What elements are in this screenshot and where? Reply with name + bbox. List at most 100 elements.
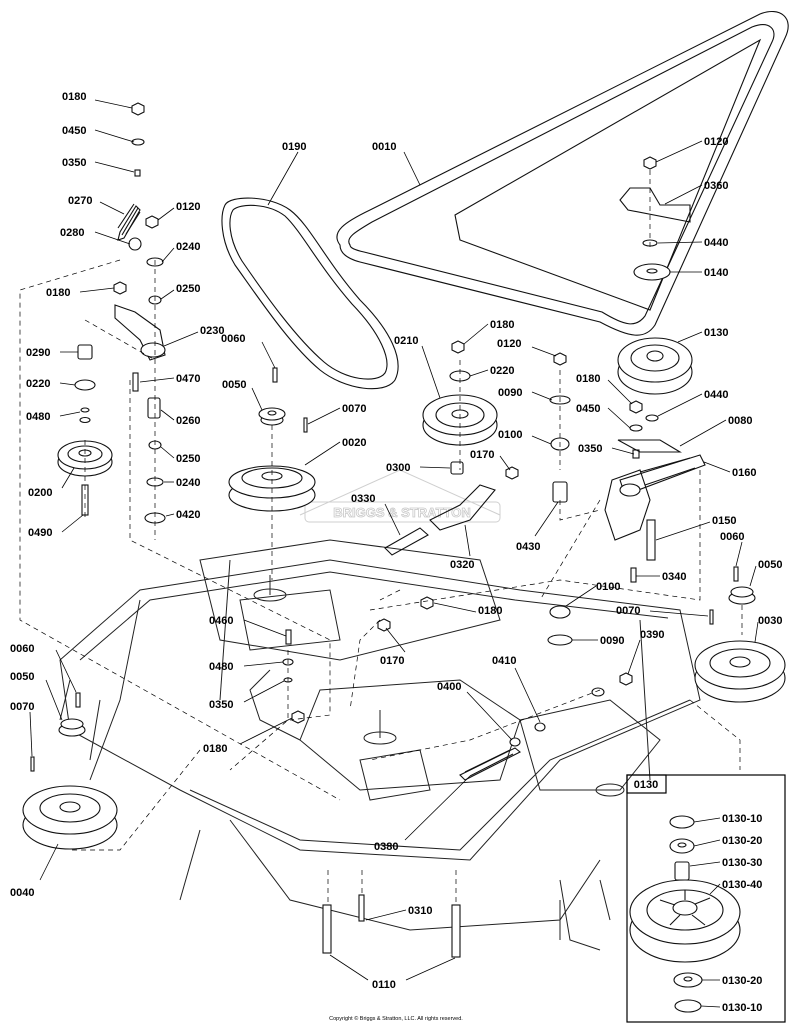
- callout-0050-c: 0050: [10, 671, 34, 683]
- inset-label-0130-30: 0130-30: [722, 857, 762, 869]
- callouts: 0180 0450 0350 0270 0120 0280 0240 0180 …: [10, 91, 782, 991]
- callout-0230: 0230: [200, 325, 224, 337]
- callout-0320: 0320: [450, 559, 474, 571]
- callout-0350-a: 0350: [62, 157, 86, 169]
- inset-label-0130-10-top: 0130-10: [722, 813, 762, 825]
- callout-0080: 0080: [728, 415, 752, 427]
- callout-0220-b: 0220: [490, 365, 514, 377]
- callout-0200: 0200: [28, 487, 52, 499]
- callout-0250-b: 0250: [176, 453, 200, 465]
- snap-ring-top: [669, 815, 695, 829]
- callout-0400: 0400: [437, 681, 461, 693]
- callout-0060-b: 0060: [720, 531, 744, 543]
- callout-0280: 0280: [60, 227, 84, 239]
- callout-0440-a: 0440: [704, 237, 728, 249]
- inset-0130: 0130 0130-10 0130-20 0130-30 0130-40 013…: [626, 774, 786, 1023]
- callout-0180-d: 0180: [576, 373, 600, 385]
- callout-0160: 0160: [732, 467, 756, 479]
- snap-ring-bottom: [674, 999, 702, 1013]
- callout-0070-a: 0070: [342, 403, 366, 415]
- callout-0070-c: 0070: [10, 701, 34, 713]
- callout-0120-c: 0120: [704, 136, 728, 148]
- pulley-0050: [258, 407, 286, 426]
- callout-0480-a: 0480: [26, 411, 50, 423]
- hub-0050-left-top: [60, 718, 84, 730]
- callout-0240-a: 0240: [176, 241, 200, 253]
- callout-0130: 0130: [704, 327, 728, 339]
- callout-0350-c: 0350: [209, 699, 233, 711]
- callout-0180-b: 0180: [46, 287, 70, 299]
- callout-0420: 0420: [176, 509, 200, 521]
- callout-0490: 0490: [28, 527, 52, 539]
- hub-0050-right-top: [730, 586, 754, 598]
- callout-0290: 0290: [26, 347, 50, 359]
- pulley-0140: [633, 263, 671, 281]
- callout-0020: 0020: [342, 437, 366, 449]
- callout-0090-a: 0090: [498, 387, 522, 399]
- bearing-bottom: [673, 972, 703, 988]
- callout-0070-b: 0070: [616, 605, 640, 617]
- callout-0390: 0390: [640, 629, 664, 641]
- callout-0360: 0360: [704, 180, 728, 192]
- callout-0180-a: 0180: [62, 91, 86, 103]
- callout-0310: 0310: [408, 905, 432, 917]
- callout-0100-a: 0100: [498, 429, 522, 441]
- callout-0220-a: 0220: [26, 378, 50, 390]
- callout-0410: 0410: [492, 655, 516, 667]
- callout-0240-b: 0240: [176, 477, 200, 489]
- mower-deck: [59, 539, 701, 951]
- pulley-0040: [22, 785, 118, 850]
- belt-0010: [336, 11, 789, 336]
- callout-0440-b: 0440: [704, 389, 728, 401]
- callout-0460: 0460: [209, 615, 233, 627]
- assembly-lines: [19, 170, 743, 905]
- callout-0050-b: 0050: [758, 559, 782, 571]
- callout-0470: 0470: [176, 373, 200, 385]
- callout-0170-a: 0170: [470, 449, 494, 461]
- callout-0480-b: 0480: [209, 661, 233, 673]
- callout-0040: 0040: [10, 887, 34, 899]
- callout-0180-f: 0180: [203, 743, 227, 755]
- inset-title: 0130: [634, 779, 658, 791]
- callout-0170-b: 0170: [380, 655, 404, 667]
- callout-0120-b: 0120: [497, 338, 521, 350]
- callout-0330: 0330: [351, 493, 375, 505]
- callout-0180-e: 0180: [478, 605, 502, 617]
- inset-label-0130-10-bottom: 0130-10: [722, 1002, 762, 1014]
- callout-0190: 0190: [282, 141, 306, 153]
- callout-0060-a: 0060: [221, 333, 245, 345]
- callout-0030: 0030: [758, 615, 782, 627]
- callout-0150: 0150: [712, 515, 736, 527]
- callout-0110: 0110: [372, 979, 396, 991]
- callout-0450-a: 0450: [62, 125, 86, 137]
- callout-0210: 0210: [394, 335, 418, 347]
- callout-0430: 0430: [516, 541, 540, 553]
- pulley-0020: [228, 465, 316, 512]
- watermark: BRIGGS & STRATTON: [299, 469, 501, 523]
- callout-0270: 0270: [68, 195, 92, 207]
- callout-0380: 0380: [374, 841, 398, 853]
- callout-0350-b: 0350: [578, 443, 602, 455]
- callout-0340: 0340: [662, 571, 686, 583]
- copyright-notice: Copyright © Briggs & Stratton, LLC. All …: [329, 1015, 463, 1022]
- callout-0050-a: 0050: [222, 379, 246, 391]
- callout-0300: 0300: [386, 462, 410, 474]
- callout-0060-c: 0060: [10, 643, 34, 655]
- callout-0140: 0140: [704, 267, 728, 279]
- callout-0100-b: 0100: [596, 581, 620, 593]
- inset-title-box: [626, 774, 667, 794]
- inset-label-0130-40: 0130-40: [722, 879, 762, 891]
- springs-brackets: [114, 187, 706, 781]
- callout-0010: 0010: [372, 141, 396, 153]
- inset-frame: [626, 774, 786, 1023]
- pulley-0030: [694, 640, 786, 703]
- inset-label-0130-20-bottom: 0130-20: [722, 975, 762, 987]
- inset-label-0130-20-top: 0130-20: [722, 835, 762, 847]
- bearing-top: [669, 838, 695, 854]
- callout-0450-b: 0450: [576, 403, 600, 415]
- belt-0190: [221, 197, 399, 390]
- pulley-0130: [617, 337, 693, 395]
- spacer: [674, 861, 690, 881]
- callout-0090-b: 0090: [600, 635, 624, 647]
